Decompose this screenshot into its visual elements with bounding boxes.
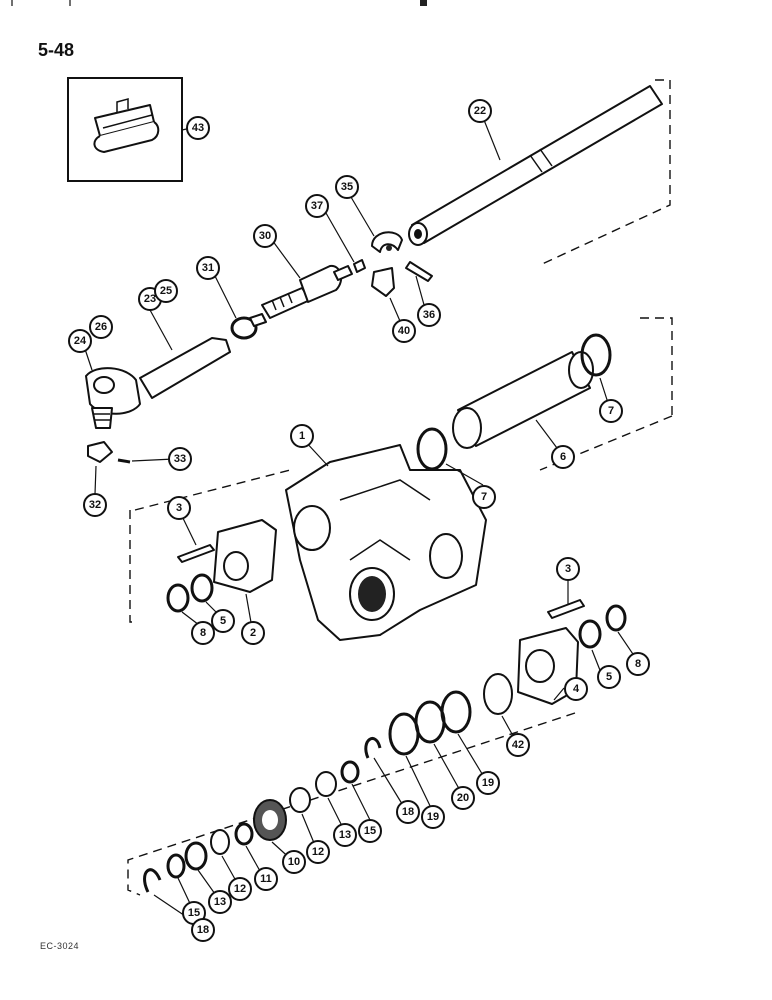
callout-label: 26 — [95, 321, 107, 333]
callout-label: 15 — [188, 907, 200, 919]
callout-label: 3 — [176, 502, 182, 514]
callout-13-upper: 13 — [333, 823, 357, 847]
callout-5-left: 5 — [211, 609, 235, 633]
callout-label: 5 — [220, 615, 226, 627]
callout-3-left: 3 — [167, 496, 191, 520]
callout-label: 22 — [474, 105, 486, 117]
callout-label: 12 — [312, 846, 324, 858]
callout-label: 43 — [192, 122, 204, 134]
callout-label: 3 — [565, 563, 571, 575]
dashed-outline-bottom — [127, 712, 576, 896]
callout-label: 11 — [260, 873, 272, 885]
callout-label: 30 — [259, 230, 271, 242]
ring-stack — [143, 673, 513, 893]
callout-label: 40 — [398, 325, 410, 337]
callout-label: 20 — [457, 792, 469, 804]
callout-3-right: 3 — [556, 557, 580, 581]
tube-part — [408, 85, 663, 246]
callout-label: 13 — [339, 829, 351, 841]
callout-11: 11 — [254, 867, 278, 891]
callout-label: 36 — [423, 309, 435, 321]
callout-label: 1 — [299, 430, 305, 442]
callout-32: 32 — [83, 493, 107, 517]
seals-left — [166, 573, 214, 613]
figure-code: EC-3024 — [40, 941, 80, 951]
callout-label: 19 — [427, 811, 439, 823]
callout-31: 31 — [196, 256, 220, 280]
hose-clamp — [230, 313, 267, 340]
callout-30: 30 — [253, 224, 277, 248]
callout-18-upper: 18 — [396, 800, 420, 824]
callout-label: 19 — [482, 777, 494, 789]
callout-label: 32 — [89, 499, 101, 511]
callout-label: 8 — [635, 658, 641, 670]
callout-10: 10 — [282, 850, 306, 874]
inset-clamp — [67, 77, 183, 182]
callout-label: 37 — [311, 200, 323, 212]
callout-label: 5 — [606, 671, 612, 683]
callout-20: 20 — [451, 786, 475, 810]
callout-25: 25 — [154, 279, 178, 303]
callout-4: 4 — [564, 677, 588, 701]
callout-label: 7 — [608, 405, 614, 417]
callout-8-left: 7 — [472, 485, 496, 509]
callout-19-left: 19 — [421, 805, 445, 829]
callout-label: 12 — [234, 883, 246, 895]
callout-22: 22 — [468, 99, 492, 123]
callout-label: 24 — [74, 335, 87, 347]
callout-8-right: 7 — [599, 399, 623, 423]
callout-6-right: 8 — [626, 652, 650, 676]
callout-2: 2 — [241, 621, 265, 645]
flange-left — [177, 519, 277, 593]
callout-7: 6 — [551, 445, 575, 469]
callout-1: 1 — [290, 424, 314, 448]
callout-label: 8 — [200, 627, 206, 639]
callout-label: 2 — [250, 627, 256, 639]
callout-label: 25 — [160, 285, 172, 297]
clamp-assembly — [353, 231, 433, 297]
sleeve — [452, 351, 594, 449]
tie-rod — [261, 264, 353, 319]
callout-label: 31 — [202, 262, 214, 274]
callout-label: 42 — [512, 739, 524, 751]
callout-label: 18 — [197, 924, 209, 936]
callout-label: 6 — [560, 451, 566, 463]
callout-43: 43 — [186, 116, 210, 140]
callout-26: 26 — [89, 315, 113, 339]
tie-rod-end — [85, 337, 231, 464]
callout-label: 15 — [364, 825, 376, 837]
callout-5-right: 5 — [597, 665, 621, 689]
callout-12-upper: 12 — [306, 840, 330, 864]
callout-19-right: 19 — [476, 771, 500, 795]
callout-label: 35 — [341, 181, 353, 193]
main-housing — [285, 444, 487, 641]
callout-label: 7 — [481, 491, 487, 503]
dashed-outline-middle — [129, 317, 673, 623]
callout-6-left: 8 — [191, 621, 215, 645]
page-number: 5-48 — [38, 40, 75, 60]
callout-40: 40 — [392, 319, 416, 343]
callout-36: 36 — [417, 303, 441, 327]
callout-12-lower: 12 — [228, 877, 252, 901]
callout-label: 4 — [573, 683, 580, 695]
callout-42: 42 — [506, 733, 530, 757]
callout-13-lower: 13 — [208, 890, 232, 914]
callout-35: 35 — [335, 175, 359, 199]
callout-18-lower: 18 — [191, 918, 215, 942]
callout-label: 33 — [174, 453, 186, 465]
dashed-outline-top — [539, 79, 671, 266]
callout-15-upper: 15 — [358, 819, 382, 843]
callout-24: 24 — [68, 329, 92, 353]
callout-label: 18 — [402, 806, 414, 818]
flange-right — [517, 599, 627, 705]
callout-label: 13 — [214, 896, 226, 908]
callout-label: 23 — [144, 293, 156, 305]
callout-37: 37 — [305, 194, 329, 218]
scan-marks — [11, 0, 427, 6]
callout-label: 10 — [288, 856, 300, 868]
callout-33: 33 — [168, 447, 192, 471]
